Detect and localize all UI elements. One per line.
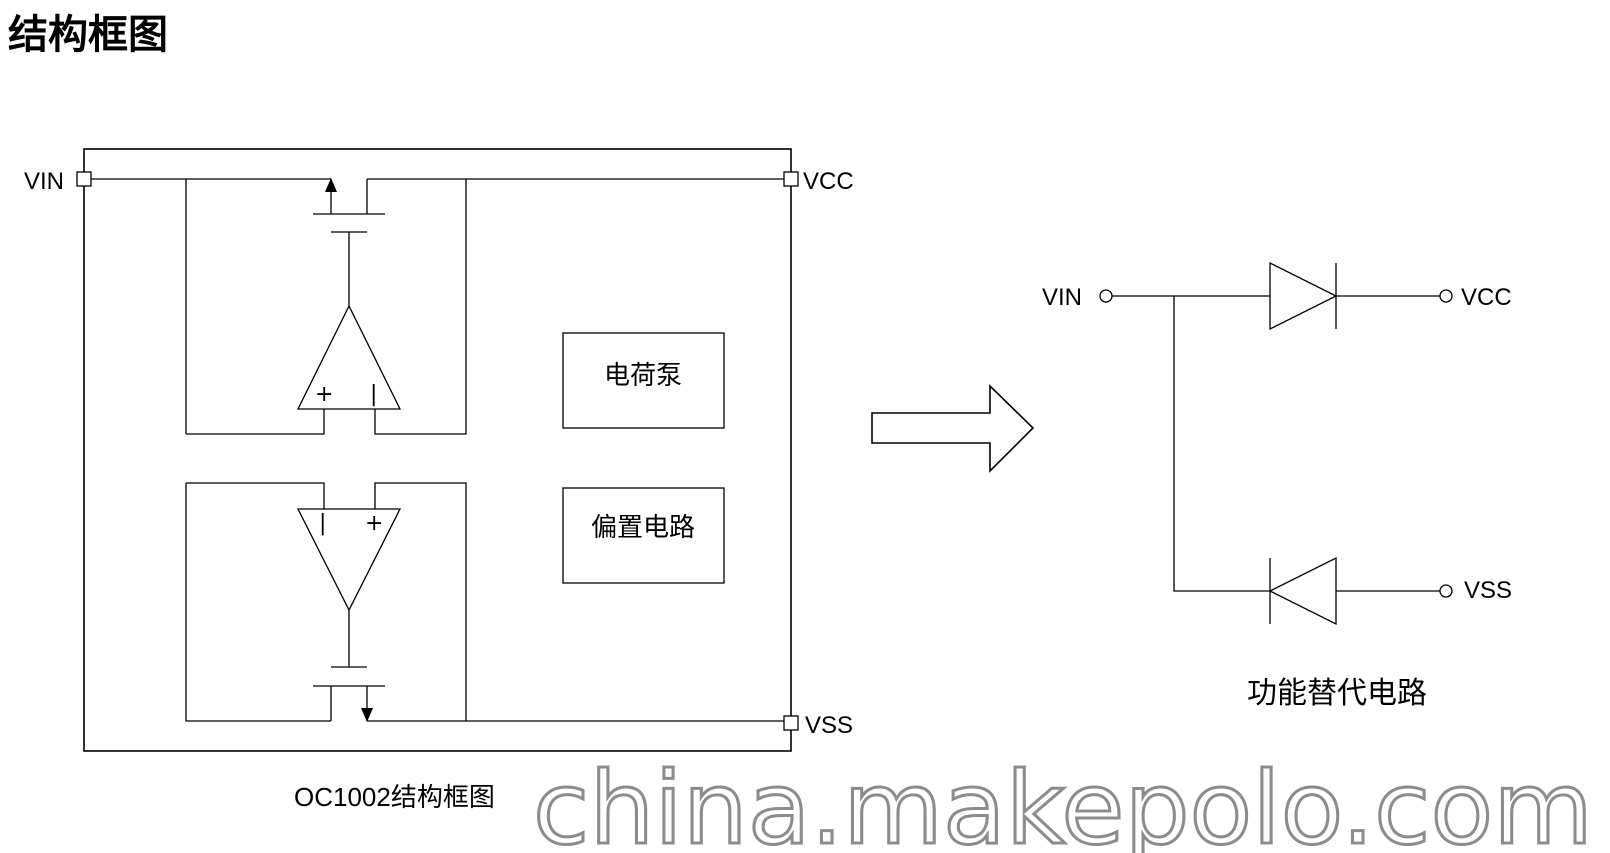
bias-circuit-label: 偏置电路 [591, 513, 695, 543]
top-op-amp-inputs [186, 179, 467, 435]
bottom-transistor-arrow [361, 708, 373, 722]
vcc-pin-terminal [783, 171, 799, 187]
vin-pin-terminal [76, 171, 92, 187]
right-vss-label: VSS [1464, 577, 1512, 604]
equivalent-circuit: VIN VCC VSS 功能替代电路 [1042, 261, 1512, 711]
bottom-loop [186, 482, 467, 721]
top-op-amp [296, 304, 402, 410]
oc1002-block-diagram: VIN VCC VSS + | | + 电荷泵 偏置电路 OC1002结构框图 [24, 148, 854, 812]
vcc-pin-label: VCC [803, 168, 854, 195]
bottom-left-feed [185, 483, 331, 722]
vin-pin-label: VIN [24, 168, 64, 195]
right-vin-label: VIN [1042, 284, 1082, 311]
chip-outline [83, 148, 792, 752]
watermark: china.makepolo.com [533, 750, 1593, 853]
vss-pin-label: VSS [805, 712, 853, 739]
bottom-op-amp-minus-sign: | [319, 511, 326, 536]
bottom-op-amp [296, 508, 402, 612]
right-vcc-terminal [1439, 289, 1453, 303]
bias-circuit-block [562, 487, 725, 584]
charge-pump-label: 电荷泵 [604, 361, 682, 391]
charge-pump-block [562, 332, 725, 429]
page-title: 结构框图 [8, 12, 168, 58]
vss-pin-terminal [783, 715, 799, 731]
right-vss-terminal [1439, 584, 1453, 598]
top-op-amp-minus-sign: | [370, 382, 377, 407]
lower-diode [1268, 556, 1337, 626]
right-vin-terminal [1099, 289, 1113, 303]
top-op-amp-plus-sign: + [315, 382, 333, 407]
equivalent-circuit-caption: 功能替代电路 [1247, 676, 1427, 711]
upper-diode [1269, 261, 1338, 331]
top-transistor-arrow [325, 178, 337, 192]
bottom-transistor [313, 610, 385, 721]
transform-arrow [871, 384, 1035, 473]
right-branch-wire [1173, 296, 1270, 592]
top-transistor [313, 179, 385, 306]
oc1002-caption: OC1002结构框图 [294, 782, 495, 812]
bottom-op-amp-plus-sign: + [365, 511, 383, 536]
right-vcc-label: VCC [1461, 284, 1512, 311]
